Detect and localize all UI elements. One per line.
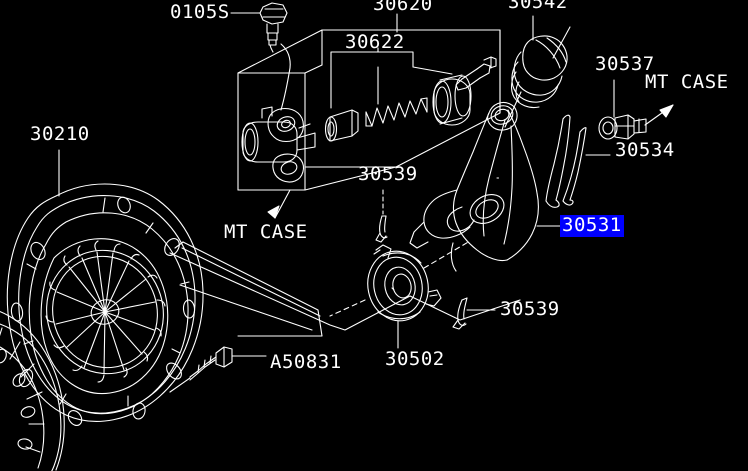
operating-cylinder-detail-box xyxy=(237,29,501,191)
release-bearing-clip-lower-art xyxy=(452,297,496,330)
operating-cylinder-bolt-art xyxy=(230,2,288,53)
label-30537[interactable]: 30537 xyxy=(595,53,655,75)
operating-cylinder-repair-kit-art xyxy=(324,47,497,142)
label-30539-lower[interactable]: 30539 xyxy=(500,298,560,320)
clutch-cover-bolt-art xyxy=(169,346,267,393)
mt-case-arrow-right xyxy=(644,104,674,126)
clutch-cover-assembly-art xyxy=(6,149,204,426)
label-30542[interactable]: 30542 xyxy=(508,0,568,13)
label-30502[interactable]: 30502 xyxy=(385,348,445,370)
release-fork-art xyxy=(409,101,561,272)
leader-30622-cup xyxy=(412,66,453,75)
label-30622[interactable]: 30622 xyxy=(345,31,405,53)
withdrawal-lever-ball-pin-art xyxy=(598,79,674,140)
diaphragm-spring-fingers xyxy=(45,240,166,383)
label-a50831[interactable]: A50831 xyxy=(270,351,342,373)
release-bearing-clip-upper-art xyxy=(375,189,388,243)
mt-case-arrow-left xyxy=(267,189,291,219)
label-30539-upper[interactable]: 30539 xyxy=(358,163,418,185)
art-strokes xyxy=(0,2,674,471)
release-bearing-art xyxy=(329,240,471,349)
withdrawal-lever-dust-boot-art xyxy=(504,15,571,128)
label-30531-selected[interactable]: 30531 xyxy=(560,214,624,237)
label-0105s[interactable]: 0105S xyxy=(170,1,230,23)
label-mt-case-left: MT CASE xyxy=(224,221,308,243)
label-30210[interactable]: 30210 xyxy=(30,123,90,145)
label-30534[interactable]: 30534 xyxy=(615,139,675,161)
clutch-disc-art xyxy=(0,311,65,471)
withdrawal-lever-spring-clip-art xyxy=(545,114,611,208)
operating-cylinder-body-art xyxy=(241,43,316,183)
label-mt-case-right: MT CASE xyxy=(645,71,729,93)
detail-callout-leaders xyxy=(174,241,323,337)
label-30620[interactable]: 30620 xyxy=(373,0,433,15)
